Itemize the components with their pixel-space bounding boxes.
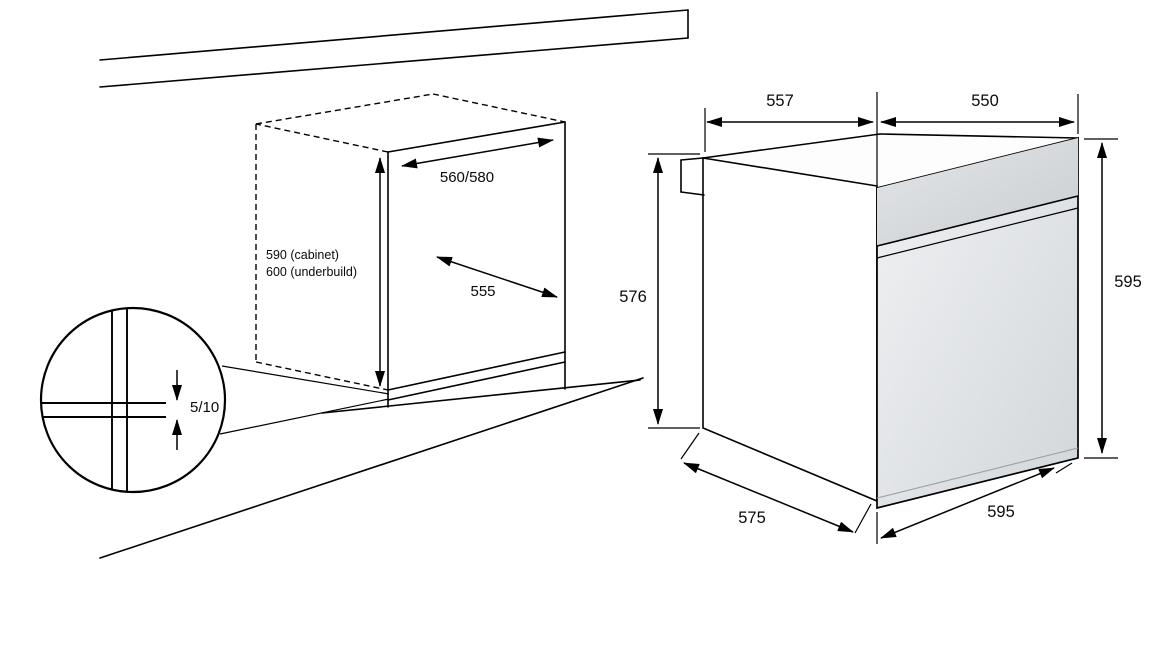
kitchen-scene — [99, 9, 689, 559]
detail-circle-content — [41, 308, 166, 492]
niche-depth-label: 555 — [470, 283, 495, 300]
oven-bottom-depth-arrow — [683, 462, 854, 533]
ext-line — [680, 432, 700, 460]
niche-shelf-lip — [387, 361, 566, 401]
niche-width-arrow — [401, 137, 554, 169]
oven-bottom-width-label: 595 — [987, 503, 1015, 521]
oven-rear-flange — [680, 157, 705, 196]
oven-bottom-depth-label: 575 — [738, 509, 766, 527]
niche-depth-arrow — [436, 256, 558, 298]
niche-height-underbuild-label: 600 (underbuild) — [266, 265, 357, 279]
niche-hidden-edge — [255, 93, 434, 125]
ext-line — [1055, 462, 1073, 474]
worktop-front-line — [99, 37, 689, 88]
flange-edge — [680, 157, 704, 161]
cabinet-niche-opening — [387, 121, 566, 408]
ext-line — [854, 503, 872, 534]
cabinet-dimensions: 560/580 590 (cabinet) 600 (underbuild) 5… — [266, 137, 558, 387]
detail-leader-line — [219, 398, 390, 435]
worktop-back-line — [99, 9, 689, 61]
niche-width-label: 560/580 — [440, 169, 494, 186]
plinth-bottom-line — [321, 379, 641, 414]
oven-control-panel — [877, 138, 1078, 246]
floor-line — [99, 377, 644, 559]
niche-top-edge — [387, 121, 566, 153]
oven-top-depth-label: 557 — [766, 92, 794, 110]
detail-leader-line — [221, 365, 390, 395]
niche-hidden-edge — [255, 361, 389, 391]
niche-hidden-edge — [255, 123, 389, 153]
oven-drawing — [680, 133, 1079, 510]
oven-top-back-edge — [702, 133, 881, 159]
control-panel-bottom-line — [876, 195, 1079, 247]
niche-height-cabinet-label: 590 (cabinet) — [266, 248, 339, 262]
oven-dimensions: 557 550 576 595 575 595 — [619, 92, 1142, 544]
oven-top-right-edge — [879, 133, 1079, 139]
niche-hidden-edge — [432, 93, 566, 123]
gap-label: 5/10 — [190, 399, 219, 416]
oven-side-height-label: 576 — [619, 288, 647, 306]
oven-bottom-width-arrow — [880, 467, 1055, 539]
oven-side-panel — [702, 157, 878, 503]
detail-circle — [39, 306, 227, 494]
door-top-gap-line — [876, 207, 1079, 259]
flange-edge — [680, 191, 705, 196]
gap-detail: 5/10 — [39, 306, 390, 494]
niche-bottom-edge — [387, 351, 566, 391]
cabinet-niche-hidden-edges — [255, 93, 566, 391]
oven-top-width-label: 550 — [971, 92, 999, 110]
oven-front-height-label: 595 — [1114, 273, 1142, 291]
